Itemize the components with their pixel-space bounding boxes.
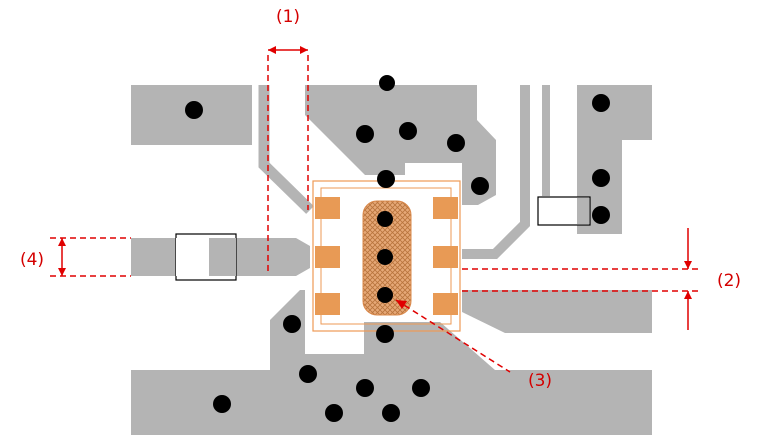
trace-left-input bbox=[131, 238, 176, 276]
trace-left-taper bbox=[296, 238, 310, 276]
via bbox=[185, 101, 203, 119]
via bbox=[377, 170, 395, 188]
via bbox=[412, 379, 430, 397]
left-passive-pad bbox=[209, 238, 236, 276]
copper-top-center-pour bbox=[305, 85, 496, 205]
trace-left-bend bbox=[258, 85, 314, 214]
left-passive-gap bbox=[176, 238, 209, 276]
component-outlines bbox=[175, 196, 591, 281]
dim2-arrowhead-bottom bbox=[684, 291, 692, 299]
trace-right-bend bbox=[462, 85, 530, 259]
copper-pours bbox=[131, 85, 652, 435]
via bbox=[325, 404, 343, 422]
dim1-arrowhead-right bbox=[300, 46, 308, 54]
vias bbox=[185, 75, 610, 422]
dim2-label: (2) bbox=[717, 271, 741, 291]
pad-left-3 bbox=[315, 293, 340, 315]
dim3-arrowhead bbox=[396, 300, 407, 309]
via bbox=[299, 365, 317, 383]
via bbox=[592, 94, 610, 112]
pad-left-2 bbox=[315, 246, 340, 268]
via bbox=[376, 325, 394, 343]
pad-left-1 bbox=[315, 197, 340, 219]
via bbox=[447, 134, 465, 152]
trace-left-input-segment bbox=[236, 238, 296, 276]
via bbox=[377, 249, 393, 265]
dim3-label: (3) bbox=[528, 371, 552, 391]
dimension-4: (4) bbox=[20, 237, 131, 277]
via bbox=[283, 315, 301, 333]
copper-right-output-pour bbox=[462, 290, 652, 333]
dimension-1: (1) bbox=[267, 7, 309, 275]
pad-right-1 bbox=[433, 197, 458, 219]
pad-right-2 bbox=[433, 246, 458, 268]
copper-bottom-ground-pour bbox=[131, 290, 652, 435]
copper-top-right-block bbox=[577, 85, 652, 234]
via bbox=[382, 404, 400, 422]
dimension-2: (2) bbox=[462, 228, 741, 330]
dim2-arrowhead-top bbox=[684, 261, 692, 269]
dim4-label: (4) bbox=[20, 250, 44, 270]
via bbox=[213, 395, 231, 413]
via bbox=[399, 122, 417, 140]
callout-3: (3) bbox=[395, 299, 552, 391]
dim1-label: (1) bbox=[276, 7, 300, 27]
dim4-arrowhead-bottom bbox=[58, 268, 66, 276]
via bbox=[356, 379, 374, 397]
via bbox=[377, 287, 393, 303]
right-passive-pad bbox=[577, 198, 589, 224]
via bbox=[379, 75, 395, 91]
dim4-arrowhead-top bbox=[58, 238, 66, 246]
pad-right-3 bbox=[433, 293, 458, 315]
dim3-leader-line bbox=[395, 299, 511, 373]
dim1-arrowhead-left bbox=[268, 46, 276, 54]
via bbox=[471, 177, 489, 195]
via bbox=[592, 169, 610, 187]
via bbox=[592, 206, 610, 224]
via bbox=[377, 211, 393, 227]
copper-traces bbox=[131, 85, 550, 276]
via bbox=[356, 125, 374, 143]
